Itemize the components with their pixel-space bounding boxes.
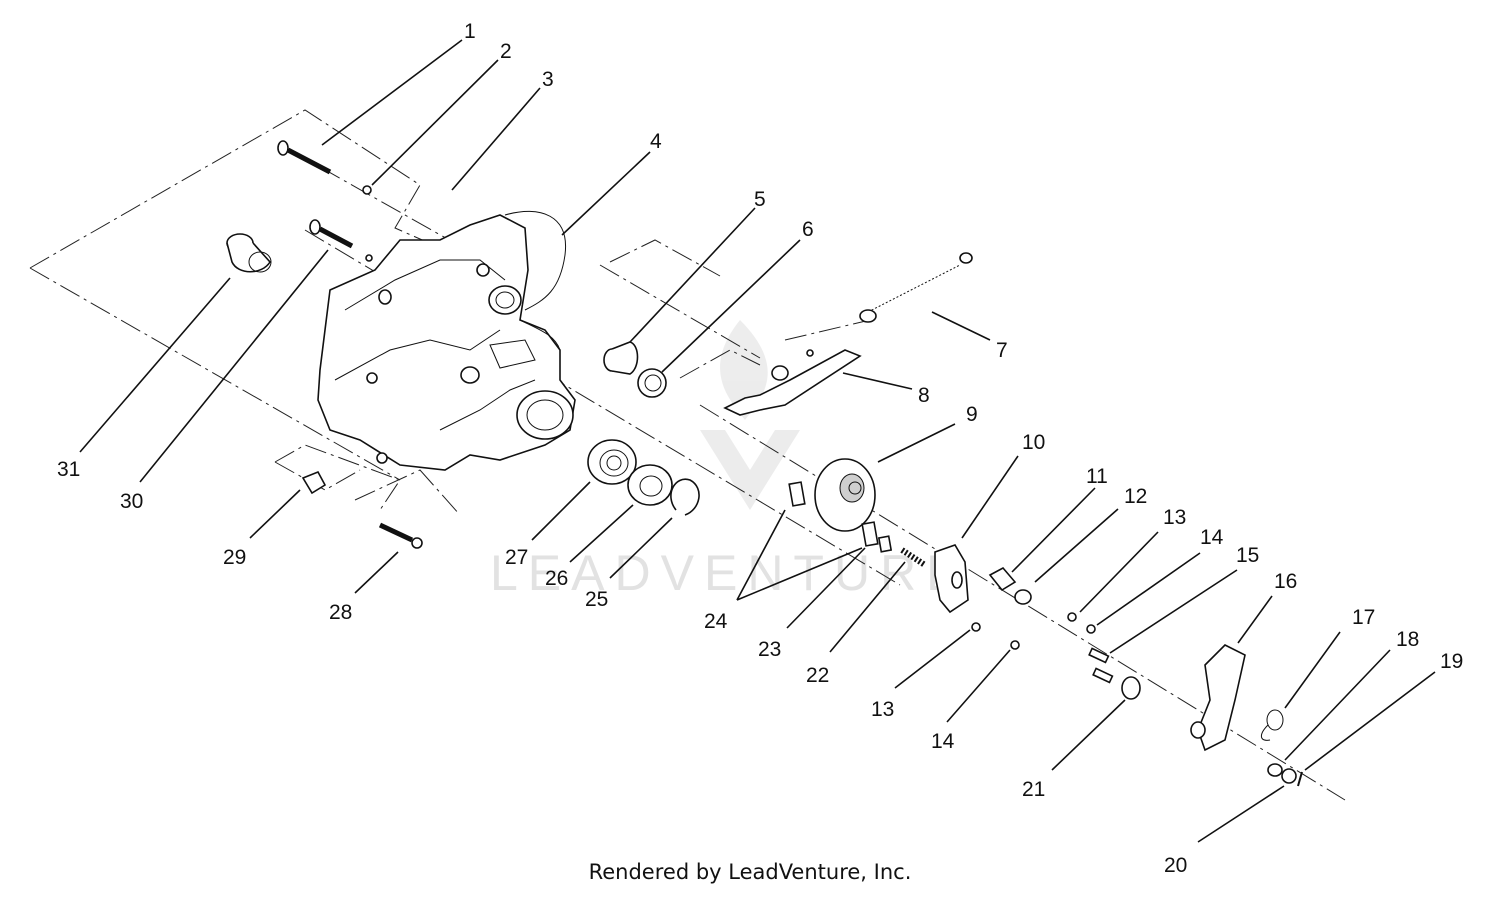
callout-23: 23 bbox=[758, 638, 781, 661]
callout-13-lower: 13 bbox=[871, 698, 894, 721]
callout-28: 28 bbox=[329, 601, 352, 624]
callout-27: 27 bbox=[505, 546, 528, 569]
callout-12: 12 bbox=[1124, 485, 1147, 508]
callout-10: 10 bbox=[1022, 431, 1045, 454]
part-13-washer-b bbox=[971, 622, 981, 632]
part-27-bearing bbox=[587, 439, 637, 485]
callout-14-lower: 14 bbox=[931, 730, 955, 753]
callout-17: 17 bbox=[1352, 606, 1375, 629]
callout-7: 7 bbox=[996, 339, 1008, 362]
part-22-screw bbox=[900, 547, 927, 568]
part-26-seal bbox=[627, 464, 673, 506]
callout-8: 8 bbox=[918, 384, 930, 407]
callout-25: 25 bbox=[585, 588, 608, 611]
part-1-bolt bbox=[277, 140, 332, 175]
part-19-pin bbox=[1297, 771, 1303, 787]
callout-22: 22 bbox=[806, 664, 829, 687]
part-29-plug bbox=[301, 470, 327, 495]
part-10-plate bbox=[934, 544, 969, 614]
part-24-key-a bbox=[788, 481, 806, 507]
callout-15: 15 bbox=[1236, 544, 1259, 567]
part-3-housing bbox=[317, 214, 576, 471]
part-17-spring bbox=[1261, 709, 1284, 741]
callout-16: 16 bbox=[1274, 570, 1297, 593]
part-8-bracket bbox=[723, 349, 862, 416]
callout-14: 14 bbox=[1200, 526, 1224, 549]
part-20-nut bbox=[1281, 768, 1297, 784]
callout-31: 31 bbox=[57, 458, 80, 481]
part-5-bearing bbox=[603, 341, 639, 375]
callout-4: 4 bbox=[650, 130, 662, 153]
callout-9: 9 bbox=[966, 403, 978, 426]
part-31-bushing bbox=[226, 233, 272, 273]
callout-11: 11 bbox=[1086, 465, 1108, 488]
callout-29: 29 bbox=[223, 546, 246, 569]
part-12-washer bbox=[1014, 589, 1032, 605]
part-4-shield bbox=[504, 210, 567, 311]
callout-3: 3 bbox=[542, 68, 554, 91]
part-14-nut-b bbox=[1010, 640, 1020, 650]
part-23-key bbox=[877, 535, 893, 553]
assembly-outline bbox=[29, 109, 1346, 801]
callout-1: 1 bbox=[464, 20, 476, 43]
callout-20: 20 bbox=[1164, 854, 1187, 877]
callout-labels: 1 2 3 4 5 6 7 8 9 10 11 12 13 14 15 16 1… bbox=[57, 20, 1463, 877]
part-9-pulley bbox=[814, 458, 876, 532]
part-6-seal bbox=[637, 368, 667, 398]
part-21-spring bbox=[1121, 676, 1141, 700]
part-16-lever bbox=[1190, 644, 1246, 752]
part-24-key-b bbox=[861, 521, 879, 547]
part-14-nut-a bbox=[1086, 624, 1096, 634]
callout-21: 21 bbox=[1022, 778, 1045, 801]
rendered-by-credit: Rendered by LeadVenture, Inc. bbox=[588, 860, 912, 884]
callout-2: 2 bbox=[500, 40, 512, 63]
part-13-washer-a bbox=[1067, 612, 1077, 622]
callout-26: 26 bbox=[545, 567, 568, 590]
part-30-washer bbox=[365, 254, 373, 262]
callout-19: 19 bbox=[1440, 650, 1463, 673]
part-28-stud bbox=[378, 522, 423, 549]
part-11-spacer bbox=[988, 566, 1017, 592]
part-30-bolt bbox=[309, 219, 354, 249]
watermark-logo bbox=[700, 320, 800, 510]
callout-13: 13 bbox=[1163, 506, 1186, 529]
callout-30: 30 bbox=[120, 490, 143, 513]
callout-18: 18 bbox=[1396, 628, 1419, 651]
callout-6: 6 bbox=[802, 218, 814, 241]
part-18-washer bbox=[1267, 763, 1283, 777]
callout-5: 5 bbox=[754, 188, 766, 211]
callout-24: 24 bbox=[704, 610, 728, 633]
part-2-washer bbox=[362, 185, 372, 195]
part-15-pin-b bbox=[1092, 667, 1114, 684]
part-7-spring bbox=[859, 252, 973, 323]
part-4-shield-edge bbox=[519, 319, 561, 351]
part-25-snap-ring bbox=[670, 478, 700, 516]
leader-lines bbox=[79, 39, 1436, 843]
part-15-pin-a bbox=[1088, 647, 1110, 664]
